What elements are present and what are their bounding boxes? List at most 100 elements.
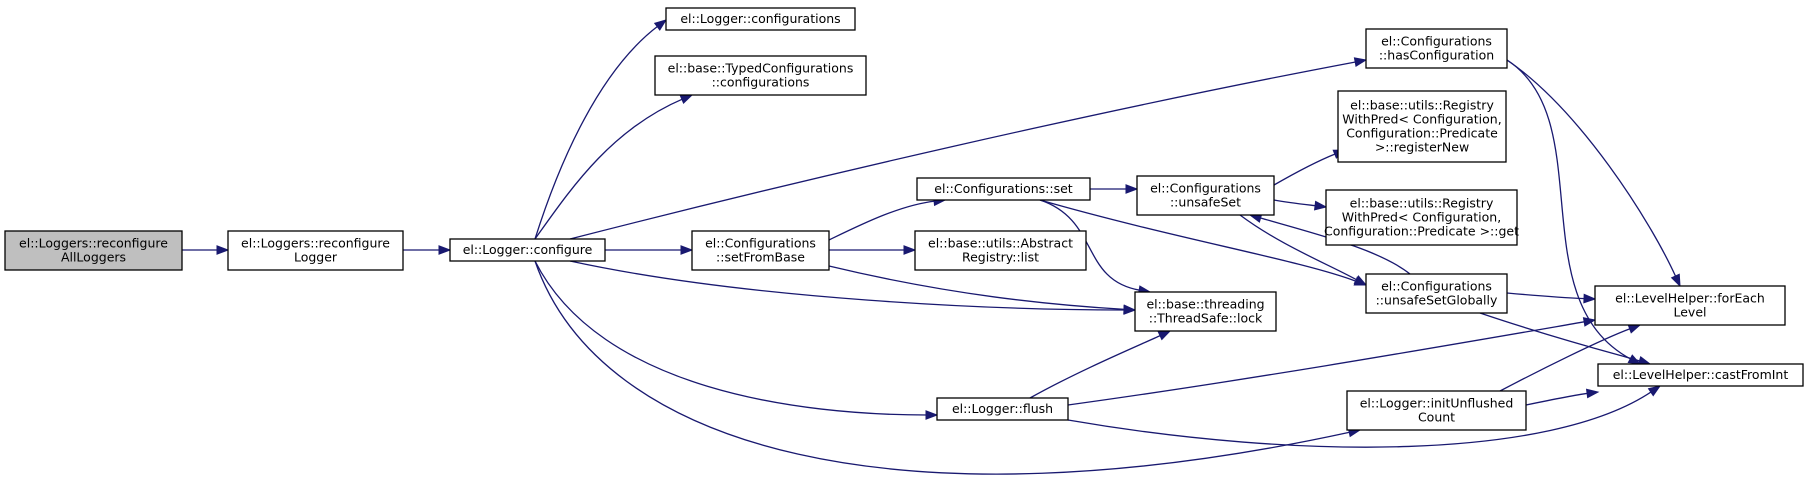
arrowhead <box>1585 388 1600 399</box>
node-configure[interactable]: el::Logger::configure <box>449 238 606 262</box>
node-label-line: ::hasConfiguration <box>1379 48 1494 63</box>
node-label-line: el::LevelHelper::forEach <box>1615 291 1765 306</box>
edge-unsafeSet-to-regNew <box>1273 149 1347 186</box>
edge-line <box>1039 199 1357 283</box>
edge-reconfLogger-to-configure <box>402 245 452 255</box>
edge-line <box>1499 327 1631 392</box>
node-label-line: Configuration::Predicate >::get <box>1324 224 1519 239</box>
node-hasConf[interactable]: el::Configurations::hasConfiguration <box>1365 28 1508 69</box>
edge-line <box>534 25 659 240</box>
edge-line <box>569 260 1126 311</box>
edge-setFromBase-to-lock <box>828 265 1137 315</box>
arrowhead <box>653 19 668 31</box>
node-box <box>1594 285 1786 326</box>
node-label-line: AllLoggers <box>61 250 126 265</box>
arrowhead <box>1157 330 1172 341</box>
node-castFromInt[interactable]: el::LevelHelper::castFromInt <box>1597 363 1804 387</box>
node-box <box>916 177 1091 201</box>
edge-configure-to-configurations <box>534 19 668 240</box>
edge-initUnflushed-to-forEachLevel <box>1499 324 1642 392</box>
node-typedConf[interactable]: el::base::TypedConfigurations::configura… <box>654 55 867 96</box>
edge-line <box>569 61 1357 240</box>
node-box <box>227 230 404 271</box>
edge-line <box>1506 292 1586 300</box>
edge-confSet-to-unsafeSet <box>1089 184 1139 194</box>
node-label-line: Logger <box>294 250 338 265</box>
node-label-line: WithPred< Configuration, <box>1342 210 1501 225</box>
edge-flush-to-castFromInt <box>1067 385 1662 448</box>
arrowhead <box>1582 317 1597 327</box>
arrowhead <box>1125 184 1139 194</box>
node-box <box>1597 363 1804 387</box>
edge-line <box>1525 392 1589 406</box>
edge-initUnflushed-to-castFromInt <box>1525 388 1600 406</box>
node-box <box>691 230 830 271</box>
node-box <box>1325 189 1518 246</box>
arrowhead <box>216 245 230 255</box>
edge-setFromBase-to-absList <box>828 245 917 255</box>
arrowhead <box>679 94 694 105</box>
edge-line <box>1273 199 1317 207</box>
node-box <box>1365 28 1508 69</box>
node-setFromBase[interactable]: el::Configurations::setFromBase <box>691 230 830 271</box>
node-unsafeSetGlobally[interactable]: el::Configurations::unsafeSetGlobally <box>1365 273 1508 314</box>
node-label-line: el::Loggers::reconfigure <box>241 236 390 251</box>
edge-line <box>1506 59 1677 278</box>
node-label-line: el::Configurations <box>1150 181 1261 196</box>
arrowhead <box>1583 293 1597 304</box>
node-label-line: el::Configurations::set <box>934 181 1072 196</box>
edges-layer <box>181 19 1681 475</box>
node-box <box>1337 90 1507 163</box>
edge-line <box>1029 334 1162 399</box>
edge-line <box>828 200 936 241</box>
node-label-line: ::setFromBase <box>716 250 805 265</box>
node-box <box>4 230 183 271</box>
edge-configure-to-flush <box>534 260 939 420</box>
node-confSet[interactable]: el::Configurations::set <box>916 177 1091 201</box>
node-label-line: el::base::utils::Registry <box>1350 196 1494 211</box>
edge-line <box>1067 321 1586 406</box>
node-box <box>914 230 1087 271</box>
arrowhead <box>680 245 694 255</box>
edge-unsafeSetGlobally-to-forEachLevel <box>1506 292 1597 304</box>
node-label-line: el::Logger::configure <box>463 242 593 257</box>
node-label-line: ::ThreadSafe::lock <box>1149 311 1263 326</box>
node-box <box>654 55 867 96</box>
node-label-line: el::Logger::configurations <box>680 11 840 26</box>
node-label-line: el::Loggers::reconfigure <box>19 236 168 251</box>
node-label-line: ::unsafeSet <box>1170 195 1241 210</box>
edge-line <box>1273 153 1336 186</box>
node-label-line: el::Configurations <box>1381 34 1492 49</box>
node-label-line: el::base::utils::Registry <box>1350 98 1494 113</box>
node-label-line: el::LevelHelper::castFromInt <box>1613 367 1789 382</box>
node-unsafeSet[interactable]: el::Configurations::unsafeSet <box>1136 175 1275 216</box>
arrowhead <box>1647 385 1662 397</box>
edge-hasConf-to-castFromInt <box>1506 59 1642 365</box>
edge-flush-to-lock <box>1029 330 1172 399</box>
node-box <box>1365 273 1508 314</box>
arrowhead <box>903 245 917 255</box>
edge-unsafeSet-to-regGet <box>1273 199 1328 211</box>
node-lock[interactable]: el::base::threading::ThreadSafe::lock <box>1134 291 1277 332</box>
edge-configure-to-hasConf <box>569 57 1368 240</box>
node-label-line: el::base::TypedConfigurations <box>668 61 854 76</box>
node-box <box>449 238 606 262</box>
arrowhead <box>1313 200 1328 211</box>
node-label-line: el::base::utils::Abstract <box>928 236 1073 251</box>
edge-hasConf-to-forEachLevel <box>1506 59 1681 288</box>
node-label-line: el::base::threading <box>1146 297 1264 312</box>
node-label-line: el::Configurations <box>1381 279 1492 294</box>
node-label-line: ::configurations <box>712 75 810 90</box>
node-configurations[interactable]: el::Logger::configurations <box>665 7 856 31</box>
edge-flush-to-forEachLevel <box>1067 317 1597 406</box>
node-flush[interactable]: el::Logger::flush <box>936 397 1069 421</box>
edge-line <box>1506 59 1632 360</box>
arrowhead <box>1627 324 1642 334</box>
